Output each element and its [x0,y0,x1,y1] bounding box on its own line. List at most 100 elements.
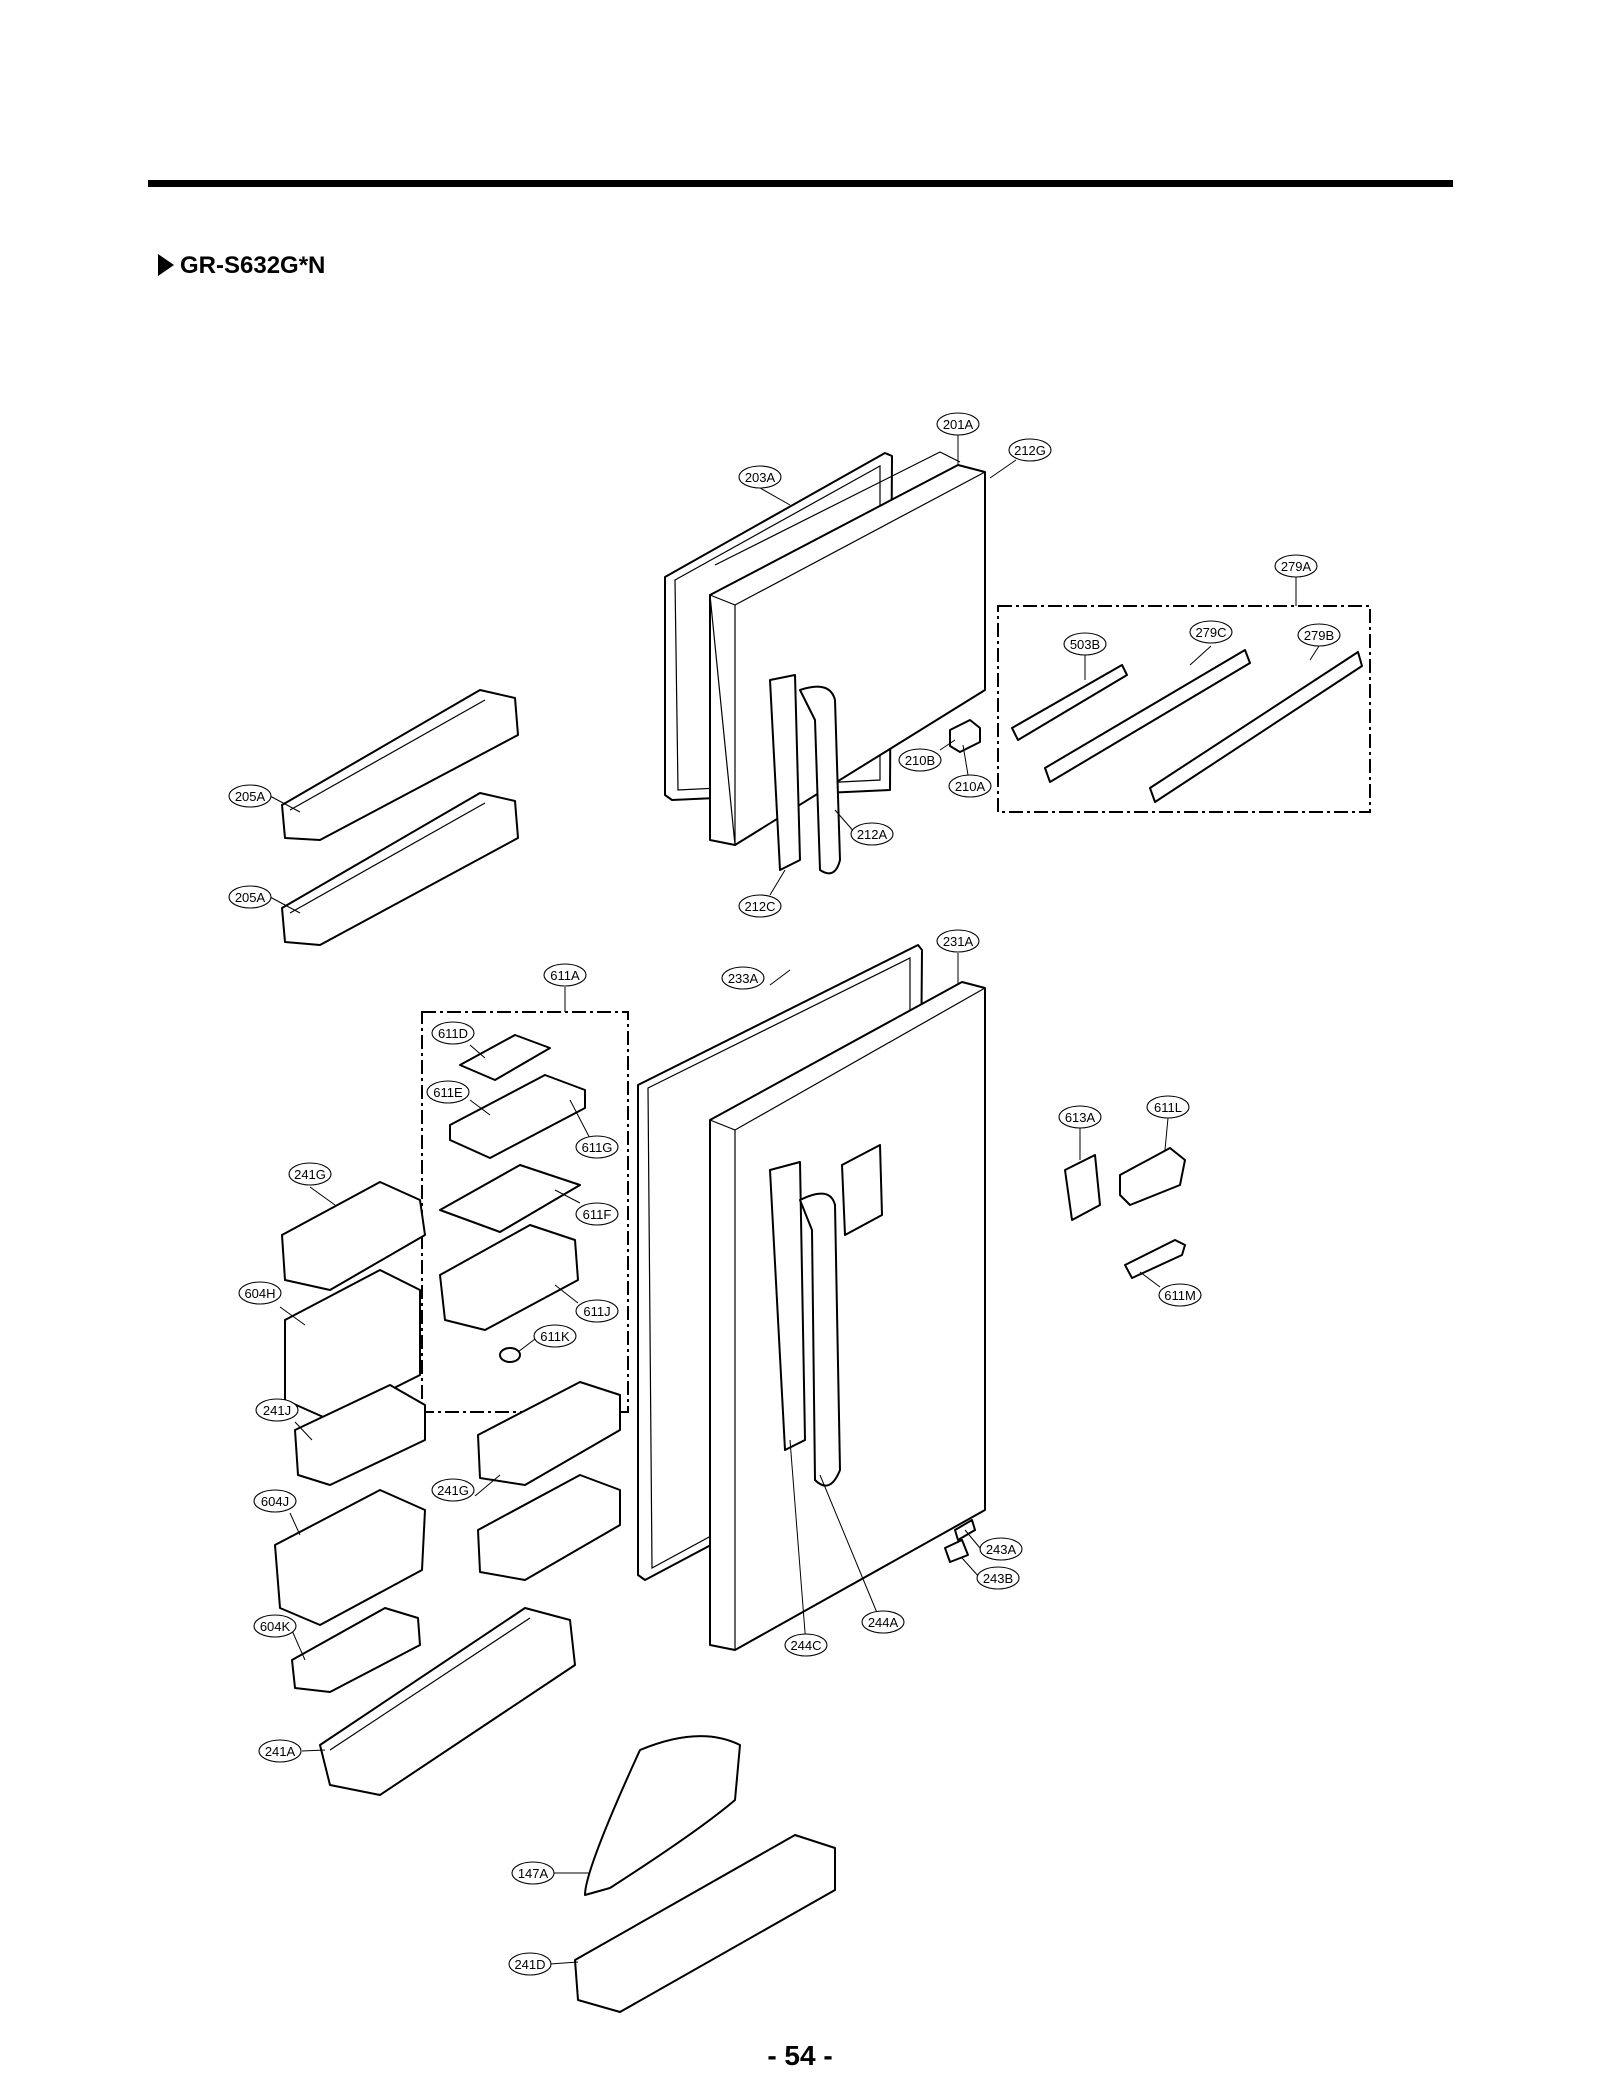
bin-241G-upper [477,1381,621,1486]
svg-text:604H: 604H [244,1286,275,1301]
label-611F: 611F [575,1202,619,1226]
label-503B: 503B [1063,632,1107,656]
basket-147A [584,1735,741,1896]
shelf-241A-rim [329,1617,531,1751]
label-604K: 604K [253,1614,297,1638]
label-205A-upper: 205A [228,784,272,808]
svg-text:241A: 241A [265,1744,296,1759]
leader-lines [269,435,1320,1965]
bin-604J [274,1489,426,1626]
svg-text:613A: 613A [1065,1110,1096,1125]
page-number: - 54 - [767,2040,833,2071]
label-279C: 279C [1189,620,1233,644]
svg-text:147A: 147A [518,1866,549,1881]
label-212G: 212G [1008,438,1052,462]
svg-text:611L: 611L [1154,1100,1182,1115]
svg-text:243B: 243B [983,1571,1013,1586]
part-279B [1149,651,1363,803]
svg-text:611G: 611G [582,1140,613,1155]
part-613A [1064,1154,1101,1221]
svg-text:279C: 279C [1195,625,1226,640]
shelf-241A [319,1607,576,1796]
bin-604K [291,1607,421,1693]
shelf-241D [574,1834,836,2013]
svg-text:611F: 611F [583,1207,612,1222]
svg-text:210A: 210A [955,779,986,794]
svg-text:611D: 611D [438,1026,468,1041]
svg-text:244A: 244A [868,1615,899,1630]
svg-text:279A: 279A [1281,559,1312,574]
label-205A-lower: 205A [228,885,272,909]
svg-text:201A: 201A [943,417,974,432]
svg-text:212C: 212C [744,899,775,914]
svg-text:231A: 231A [943,934,974,949]
label-241G-middle: 241G [431,1478,475,1502]
label-279A: 279A [1274,554,1318,578]
svg-text:203A: 203A [745,470,776,485]
shelf-205A-lower [281,792,519,946]
hinge-part-freezer [949,719,981,753]
svg-text:241G: 241G [294,1167,326,1182]
label-611G: 611G [575,1135,619,1159]
label-231A: 231A [936,929,980,953]
triangle-bullet-icon [158,254,174,276]
label-212A: 212A [850,822,894,846]
model-heading-text: GR-S632G*N [180,252,326,279]
refrigerator-door [709,981,986,1651]
label-241G-left: 241G [288,1162,332,1186]
label-203A: 203A [738,465,782,489]
label-241D: 241D [508,1952,552,1976]
part-611L [1119,1147,1186,1206]
svg-text:205A: 205A [235,890,266,905]
label-244C: 244C [784,1633,828,1657]
svg-text:241G: 241G [437,1483,469,1498]
label-611E: 611E [426,1080,470,1104]
part-611D [459,1034,551,1081]
dispenser-panel [841,1144,883,1236]
top-rule [148,180,1453,187]
group-279A-frame [997,605,1371,813]
label-210A: 210A [948,774,992,798]
svg-text:241J: 241J [263,1403,291,1418]
label-243B: 243B [976,1566,1020,1590]
label-147A: 147A [511,1861,555,1885]
shelf-205A-upper [281,689,519,841]
label-244A: 244A [861,1610,905,1634]
svg-text:279B: 279B [1304,628,1334,643]
label-201A: 201A [936,412,980,436]
part-611M [1124,1239,1186,1279]
svg-text:212A: 212A [857,827,888,842]
label-611A: 611A [543,963,587,987]
label-611M: 611M [1158,1283,1202,1307]
part-611F [439,1164,581,1233]
label-212C: 212C [738,894,782,918]
svg-text:205A: 205A [235,789,266,804]
label-611L: 611L [1146,1095,1190,1119]
label-241A: 241A [258,1739,302,1763]
label-279B: 279B [1297,623,1341,647]
svg-text:244C: 244C [790,1638,821,1653]
svg-text:611J: 611J [583,1304,610,1319]
label-243A: 243A [979,1537,1023,1561]
part-611K [499,1347,521,1363]
part-611E [449,1074,586,1159]
svg-text:611K: 611K [540,1329,570,1344]
svg-text:611M: 611M [1164,1288,1196,1303]
label-210B: 210B [898,748,942,772]
svg-text:611A: 611A [550,968,580,983]
svg-text:243A: 243A [986,1542,1017,1557]
door-handle-refrigerator [769,1161,841,1487]
model-heading: GR-S632G*N [158,252,325,280]
label-611J: 611J [575,1299,619,1323]
part-611J [439,1224,579,1331]
svg-text:604J: 604J [261,1494,289,1509]
part-503B [1011,664,1128,741]
label-604H: 604H [238,1281,282,1305]
label-613A: 613A [1058,1105,1102,1129]
svg-text:212G: 212G [1014,443,1046,458]
bin-241J [294,1384,426,1486]
label-611D: 611D [431,1021,475,1045]
svg-text:233A: 233A [728,971,759,986]
svg-text:503B: 503B [1070,637,1100,652]
svg-text:611E: 611E [433,1085,463,1100]
